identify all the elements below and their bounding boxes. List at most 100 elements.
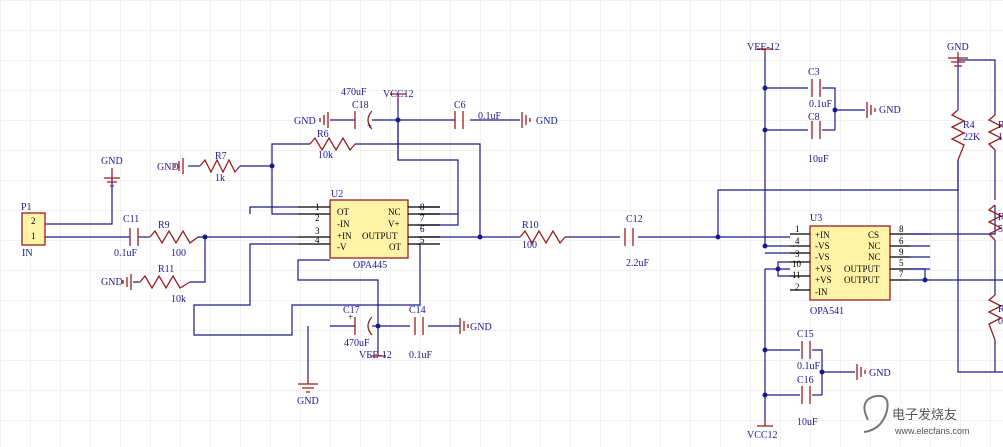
svg-text:0.1uF: 0.1uF (809, 99, 833, 110)
svg-text:-IN: -IN (337, 219, 350, 229)
svg-text:R6: R6 (317, 129, 329, 140)
svg-text:22K: 22K (963, 132, 981, 143)
watermark-logo-icon (863, 394, 889, 433)
svg-text:R4: R4 (963, 120, 975, 131)
svg-text:VEE-12: VEE-12 (747, 42, 780, 53)
capacitor-c16: C16 10uF (797, 375, 818, 428)
junction-dots (202, 85, 928, 398)
svg-text:+VS: +VS (815, 275, 832, 285)
resistor-cut-3: R 0 (987, 294, 1003, 341)
svg-text:GND: GND (157, 162, 179, 173)
svg-text:4: 4 (315, 235, 320, 245)
svg-text:OUTPUT: OUTPUT (362, 231, 398, 241)
svg-text:C3: C3 (808, 67, 820, 78)
svg-text:+VS: +VS (815, 264, 832, 274)
svg-text:NC: NC (868, 252, 881, 262)
svg-text:GND: GND (297, 396, 319, 407)
svg-text:R: R (998, 120, 1003, 131)
svg-text:7: 7 (899, 269, 904, 279)
svg-text:R7: R7 (215, 151, 227, 162)
svg-text:3: 3 (315, 226, 320, 236)
svg-text:+: + (367, 121, 372, 131)
gnd-symbol-c6: GND (521, 112, 558, 128)
resistor-r6: R6 10k (309, 129, 356, 161)
svg-text:+IN: +IN (337, 231, 352, 241)
svg-text:GND: GND (294, 116, 316, 127)
svg-text:R11: R11 (158, 264, 174, 275)
capacitor-c17: + C17 470uF (343, 305, 373, 349)
svg-text:6: 6 (420, 224, 425, 234)
capacitor-c6: C6 0.1uF (454, 100, 502, 129)
resistor-r4: R4 22K (950, 109, 981, 161)
gnd-symbol-r7: GND (157, 158, 184, 174)
resistor-r11: R11 10k (139, 264, 191, 305)
svg-text:5: 5 (998, 224, 1003, 235)
svg-text:OT: OT (337, 207, 349, 217)
svg-text:GND: GND (470, 322, 492, 333)
p1-pin1: 1 (31, 231, 36, 241)
svg-text:C12: C12 (626, 214, 643, 225)
svg-text:C15: C15 (797, 329, 814, 340)
svg-text:R: R (998, 304, 1003, 315)
svg-text:C16: C16 (797, 375, 814, 386)
ic-u3: U3 OPA541 +IN -VS -VS +VS +VS -IN CS NC … (790, 213, 910, 317)
svg-text:5: 5 (899, 258, 904, 268)
svg-text:C17: C17 (343, 305, 360, 316)
svg-text:0.1uF: 0.1uF (114, 248, 138, 259)
gnd-symbol-c14: GND (459, 318, 492, 334)
gnd-symbol-p1: GND (101, 156, 123, 187)
svg-text:8: 8 (899, 224, 904, 234)
resistor-r7: R7 1k (199, 151, 241, 184)
svg-text:2.2uF: 2.2uF (626, 258, 650, 269)
svg-text:6: 6 (899, 236, 904, 246)
svg-text:100: 100 (522, 240, 537, 251)
p1-pin2: 2 (31, 216, 36, 226)
u2-designator: U2 (331, 189, 343, 200)
capacitor-c14: C14 0.1uF (409, 305, 433, 361)
svg-text:100: 100 (171, 248, 186, 259)
svg-text:VEE-12: VEE-12 (359, 350, 392, 361)
svg-text:NC: NC (868, 241, 881, 251)
watermark: 电子发烧友 www.elecfans.com (863, 394, 970, 436)
svg-text:GND: GND (536, 116, 558, 127)
resistor-r10: R10 100 (519, 220, 566, 251)
gnd-symbol-c3: GND (866, 102, 901, 118)
svg-text:8: 8 (420, 202, 425, 212)
resistor-cut-2: R 5 (987, 204, 1003, 241)
u3-part: OPA541 (810, 306, 844, 317)
svg-text:GND: GND (101, 277, 123, 288)
gnd-symbol-bottom: GND (297, 378, 319, 407)
capacitor-c15: C15 0.1uF (797, 329, 821, 372)
gnd-symbol-r11: GND (101, 274, 132, 290)
svg-text:5: 5 (420, 235, 425, 245)
svg-text:10: 10 (792, 259, 802, 269)
capacitor-c3: C3 0.1uF (808, 67, 833, 110)
gnd-symbol-right: GND (947, 42, 969, 67)
svg-text:C11: C11 (123, 214, 139, 225)
svg-text:0.1uF: 0.1uF (797, 361, 821, 372)
vee12-symbol-u3: VEE-12 (747, 42, 780, 55)
svg-text:C8: C8 (808, 112, 820, 123)
capacitor-c18: + 470uF C18 (341, 87, 373, 131)
svg-text:GND: GND (947, 42, 969, 53)
svg-text:-IN: -IN (815, 287, 828, 297)
svg-text:V+: V+ (388, 219, 400, 229)
svg-text:GND: GND (101, 156, 123, 167)
svg-text:1: 1 (795, 224, 800, 234)
u3-designator: U3 (810, 213, 822, 224)
svg-text:1: 1 (315, 202, 320, 212)
svg-text:7: 7 (420, 213, 425, 223)
svg-text:2: 2 (795, 282, 800, 292)
svg-text:VCC12: VCC12 (383, 89, 414, 100)
svg-text:2: 2 (315, 213, 320, 223)
svg-text:10uF: 10uF (797, 417, 818, 428)
p1-label: P1 (21, 202, 32, 213)
svg-text:R10: R10 (522, 220, 539, 231)
svg-text:电子发烧友: 电子发烧友 (892, 407, 957, 422)
connector-p1: P1 IN 2 1 (21, 202, 46, 259)
svg-text:9: 9 (899, 247, 904, 257)
svg-text:10k: 10k (171, 294, 186, 305)
svg-text:4: 4 (795, 236, 800, 246)
